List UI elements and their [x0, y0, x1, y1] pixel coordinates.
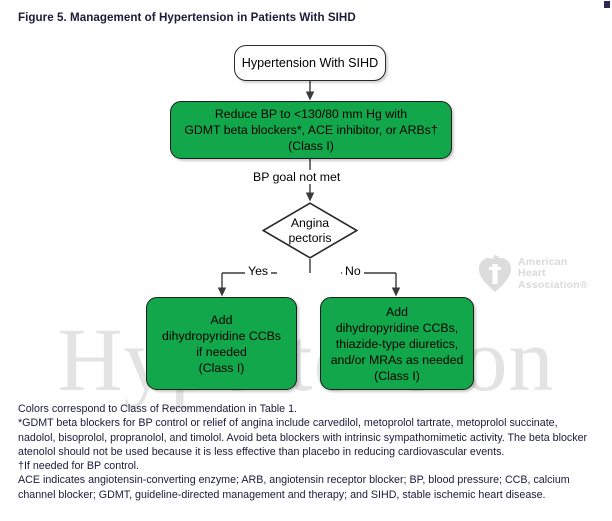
- node-angina-label: Angina pectoris: [288, 215, 332, 245]
- node-angina-pectoris-decision[interactable]: Angina pectoris: [262, 202, 358, 259]
- node-add-dihydropyridine-ccbs[interactable]: Add dihydropyridine CCBs if needed (Clas…: [146, 297, 297, 390]
- footnote-if-needed: †If needed for BP control.: [18, 460, 140, 473]
- corner-artifact: [604, 1, 610, 8]
- edge-label-no: No: [342, 264, 364, 278]
- node-reduce-bp-label: Reduce BP to <130/80 mm Hg with GDMT bet…: [184, 107, 438, 153]
- aha-logo-text: American Heart Association®: [518, 255, 588, 292]
- footnote-gdmt-beta-blockers: *GDMT beta blockers for BP control or re…: [18, 417, 588, 458]
- figure-title: Figure 5. Management of Hypertension in …: [18, 11, 356, 24]
- aha-line-american: American: [518, 255, 568, 268]
- footnotes-block: Colors correspond to Class of Recommenda…: [18, 402, 596, 502]
- node-start-label: Hypertension With SIHD: [241, 55, 379, 70]
- edge-label-bp-goal-not-met: BP goal not met: [250, 170, 344, 184]
- node-hypertension-with-sihd[interactable]: Hypertension With SIHD: [234, 45, 386, 81]
- flowchart-connectors: [217, 81, 401, 297]
- american-heart-association-logo: American Heart Association®: [478, 248, 606, 300]
- aha-line-heart: Heart: [518, 267, 546, 280]
- node-reduce-bp[interactable]: Reduce BP to <130/80 mm Hg with GDMT bet…: [170, 101, 452, 159]
- edge-label-yes: Yes: [245, 264, 272, 278]
- heart-torch-icon: [479, 255, 511, 292]
- diamond-shape-icon: [262, 202, 358, 259]
- node-add-ccb-label: Add dihydropyridine CCBs if needed (Clas…: [162, 312, 281, 375]
- aha-line-association: Association®: [518, 278, 588, 291]
- node-add-ccb-thiazide-label: Add dihydropyridine CCBs, thiazide-type …: [330, 304, 464, 383]
- footnote-abbreviations: ACE indicates angiotensin-converting enz…: [18, 474, 570, 501]
- node-add-ccbs-thiazide-mras[interactable]: Add dihydropyridine CCBs, thiazide-type …: [320, 297, 474, 390]
- footnote-colors: Colors correspond to Class of Recommenda…: [18, 403, 298, 415]
